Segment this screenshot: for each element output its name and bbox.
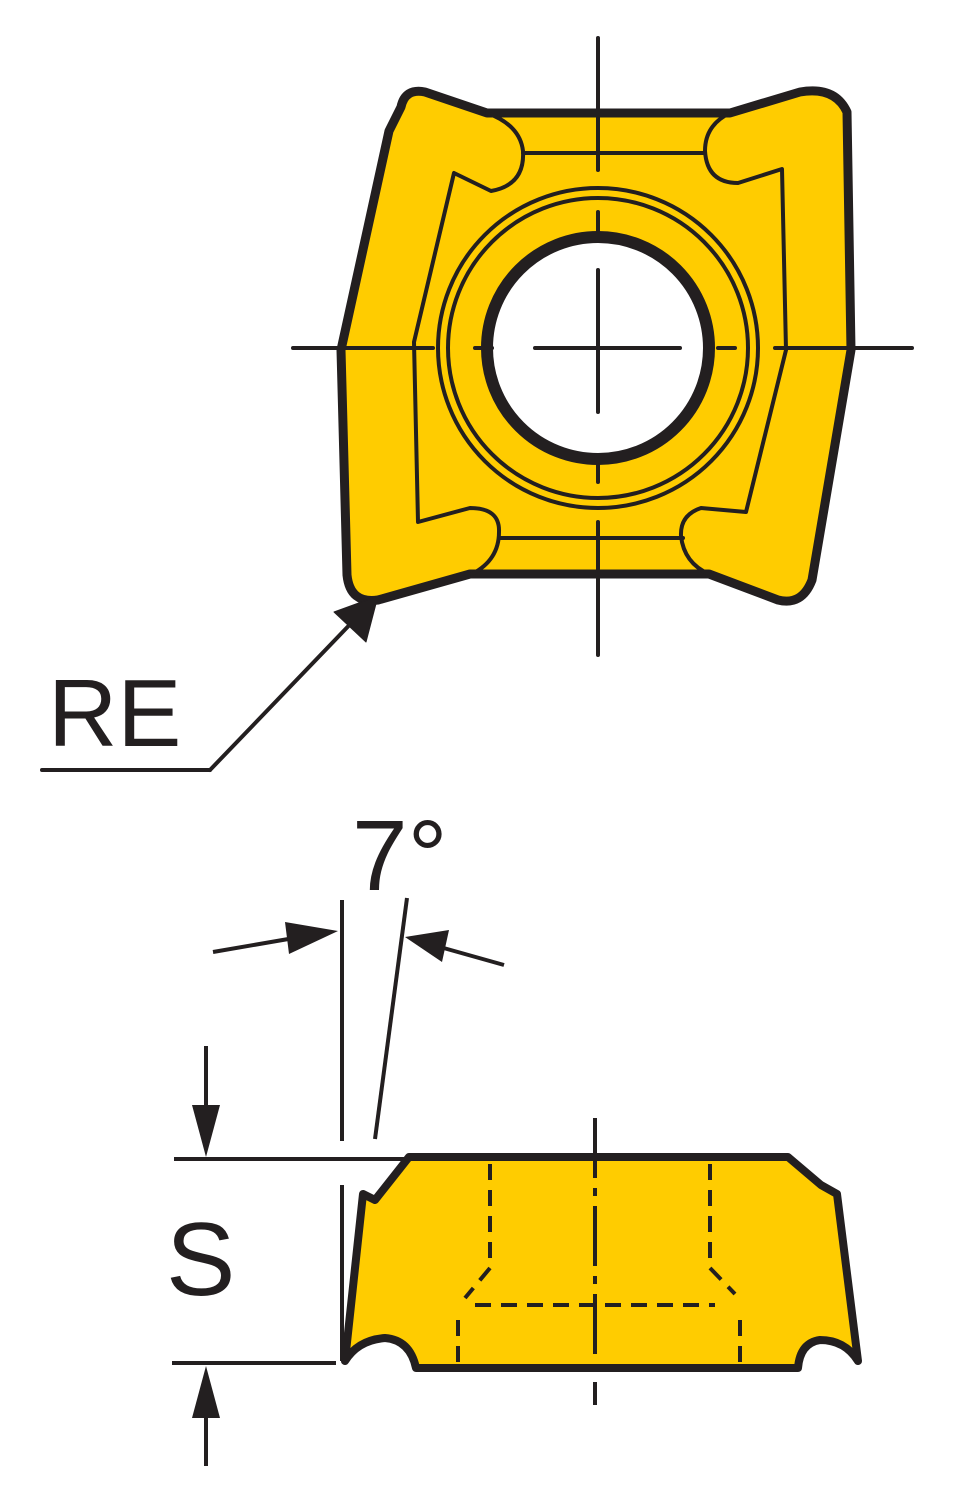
inner-ring (446, 196, 750, 500)
outer-ring (436, 186, 760, 510)
top-view (40, 36, 914, 772)
clearance-angle-label: 7° (352, 800, 448, 912)
angle-arrowhead-left (285, 922, 338, 954)
re-label: RE (48, 660, 181, 767)
re-arrowhead (333, 595, 379, 643)
side-view (172, 897, 862, 1466)
thickness-arrowhead-top (192, 1105, 220, 1157)
thickness-label: S (166, 1202, 235, 1318)
insert-outline-side (341, 1153, 862, 1372)
inner-land-left (412, 111, 526, 576)
angle-arrowhead-right (405, 930, 449, 962)
thickness-arrowhead-bottom (192, 1366, 220, 1418)
angle-arrow-right-shaft (439, 945, 505, 967)
clearance-angle-line (373, 897, 409, 1140)
re-leader-line (208, 612, 362, 772)
angle-arrow-left-shaft (212, 935, 301, 954)
